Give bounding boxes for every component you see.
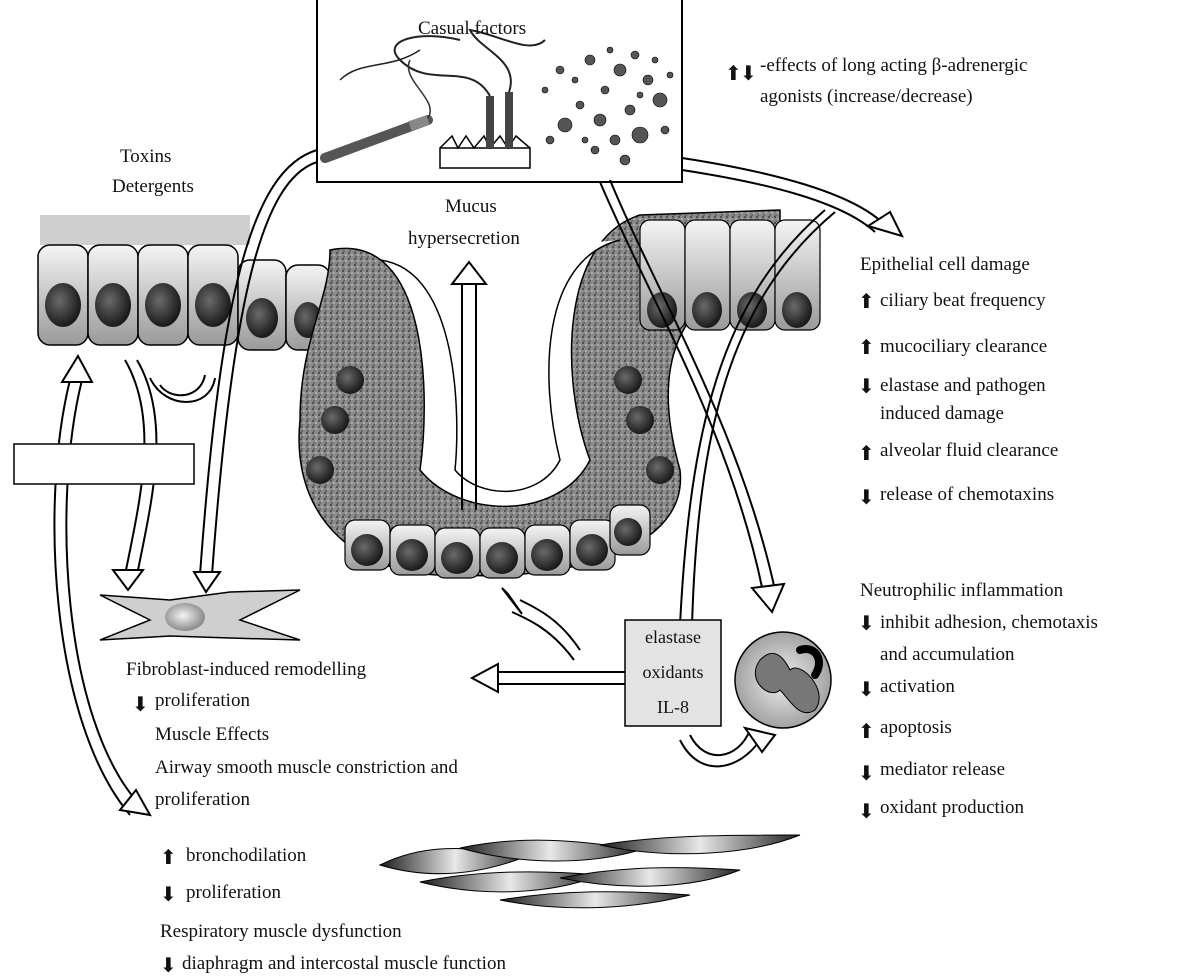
up-arrow-icon: ⬆ (858, 290, 875, 312)
resp-muscle-item: diaphragm and intercostal muscle functio… (182, 953, 506, 975)
epithelial-item: elastase and pathogen (880, 375, 1046, 397)
mediator-elastase: elastase (625, 624, 721, 650)
neutrophilic-item: oxidant production (880, 797, 1024, 819)
fibroblast-proliferation: proliferation (155, 690, 250, 712)
airway-line2: proliferation (155, 789, 250, 811)
smooth-muscle (380, 835, 800, 908)
down-arrow-icon: ⬇ (160, 883, 177, 905)
resp-muscle-title: Respiratory muscle dysfunction (160, 921, 402, 943)
epithelial-title: Epithelial cell damage (860, 254, 1030, 276)
muscle-effects-label: Muscle Effects (155, 724, 269, 746)
epithelial-item: alveolar fluid clearance (880, 440, 1058, 462)
down-arrow-icon: ⬇ (858, 375, 875, 397)
epithelial-item: ciliary beat frequency (880, 290, 1046, 312)
down-arrow-icon: ⬇ (858, 486, 875, 508)
bronchodilation-label: bronchodilation (186, 845, 306, 867)
blank-label-box (14, 444, 194, 484)
detergents-label: Detergents (112, 176, 194, 198)
submucosal-gland (299, 210, 820, 578)
down-arrow-icon: ⬇ (858, 762, 875, 784)
fibroblast-cell (100, 590, 300, 640)
causal-factors-label: Casual factors (418, 18, 526, 40)
up-arrow-icon: ⬆ (858, 442, 875, 464)
down-arrow-icon: ⬇ (858, 800, 875, 822)
neutrophilic-item: mediator release (880, 759, 1005, 781)
fibroblast-title: Fibroblast-induced remodelling (126, 659, 366, 681)
epithelium-left (38, 215, 330, 350)
down-arrow-icon: ⬇ (160, 954, 177, 976)
mediator-oxidants: oxidants (625, 659, 721, 685)
neutrophilic-item: inhibit adhesion, chemotaxis (880, 612, 1098, 634)
down-arrow-icon: ⬇ (858, 612, 875, 634)
down-arrow-icon: ⬇ (858, 678, 875, 700)
mediator-il8: IL-8 (625, 694, 721, 720)
neutrophilic-item: apoptosis (880, 717, 952, 739)
neutrophil-cell (735, 632, 831, 728)
legend-down-arrow-icon: ⬇ (740, 62, 757, 84)
hypersecretion-label: hypersecretion (408, 228, 520, 250)
airway-line1: Airway smooth muscle constriction and (155, 757, 458, 779)
neutrophilic-item-cont: and accumulation (880, 644, 1015, 666)
up-arrow-icon: ⬆ (858, 720, 875, 742)
down-arrow-icon: ⬇ (132, 693, 149, 715)
legend-line1: -effects of long acting β-adrenergic (760, 55, 1027, 77)
epithelial-item: release of chemotaxins (880, 484, 1054, 506)
mucus-label: Mucus (445, 196, 497, 218)
epithelial-item: mucociliary clearance (880, 336, 1047, 358)
up-arrow-icon: ⬆ (160, 846, 177, 868)
neutrophilic-title: Neutrophilic inflammation (860, 580, 1063, 602)
epithelial-item-cont: induced damage (880, 403, 1004, 425)
legend-line2: agonists (increase/decrease) (760, 86, 973, 108)
neutrophilic-item: activation (880, 676, 955, 698)
proliferation-label: proliferation (186, 882, 281, 904)
up-arrow-icon: ⬆ (858, 336, 875, 358)
toxins-label: Toxins (120, 146, 171, 168)
